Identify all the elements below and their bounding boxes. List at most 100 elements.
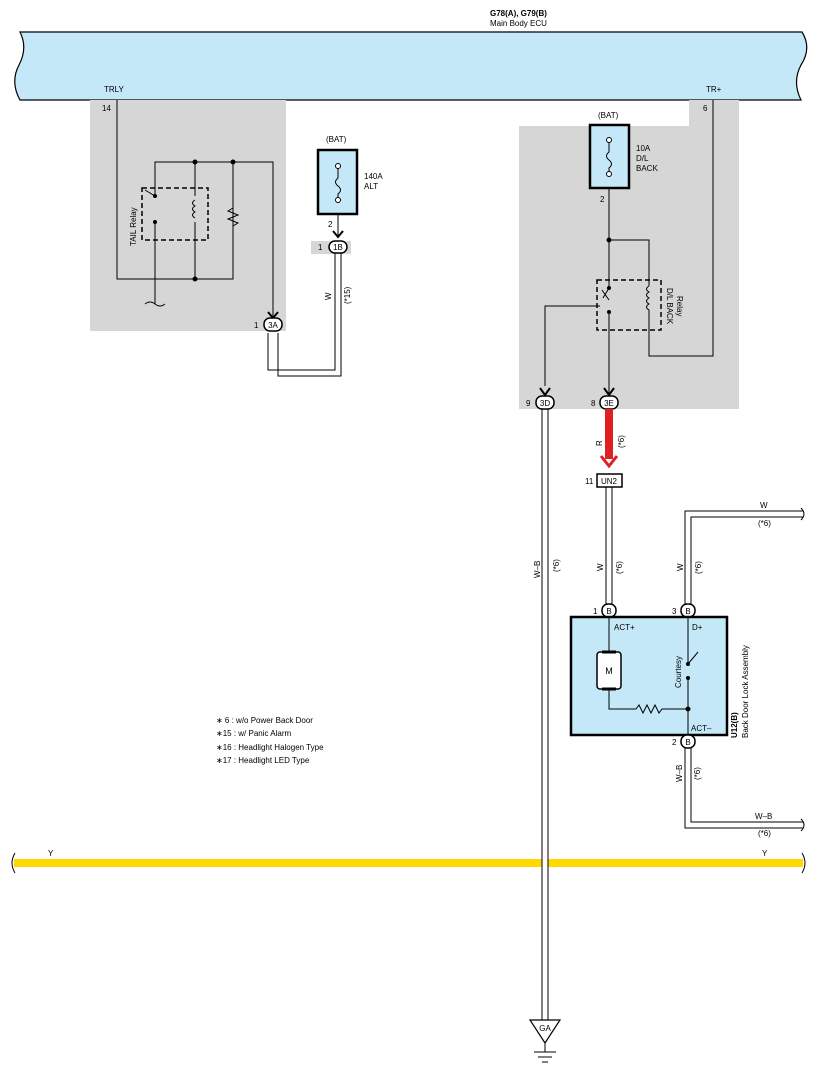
note-15: ∗15 : w/ Panic Alarm — [216, 729, 292, 738]
connector-3e-arrow — [603, 387, 615, 397]
connector-b2-pin: 2 — [672, 738, 677, 747]
courtesy-switch-label: Courtesy — [674, 656, 683, 688]
note-6: ∗ 6 : w/o Power Back Door — [216, 716, 313, 725]
wb-bot-wire-note: (*6) — [693, 767, 702, 780]
ground-symbol — [534, 1043, 556, 1063]
connector-1b-id: 1B — [333, 243, 343, 252]
dl-fuse-name1: D/L — [636, 154, 649, 163]
connector-b1-pin: 1 — [593, 607, 598, 616]
wb-right-wire-label: W–B — [755, 812, 772, 821]
alt-to-3a-wire — [267, 253, 342, 377]
w-top-wire-label: W — [760, 501, 768, 510]
wb-right-wire-break — [800, 818, 805, 832]
ground-ga-id: GA — [539, 1024, 551, 1033]
dl-fuse-pin: 2 — [600, 195, 605, 204]
tail-relay-label: TAIL Relay — [129, 207, 138, 246]
w-center-wire-note: (*6) — [615, 561, 624, 574]
connector-b2-id: B — [685, 738, 690, 747]
y-wire-right-label: Y — [762, 849, 768, 858]
tail-relay-nodes — [153, 159, 236, 282]
wb-left-wire-label: W–B — [533, 561, 542, 578]
connector-1b-pin: 1 — [318, 243, 323, 252]
dl-relay-label1: D/L BACK — [665, 288, 674, 325]
wb-right-wire — [684, 748, 803, 829]
w-alt-wire-note: (*15) — [343, 286, 352, 304]
w-center-wire — [605, 487, 613, 604]
connector-3a — [263, 317, 283, 332]
alt-fuse — [316, 148, 359, 216]
act-minus-label: ACT– — [691, 724, 712, 733]
ecu-id: G78(A), G79(B) — [490, 9, 547, 18]
r-wire-highlight — [605, 409, 613, 459]
w-right-wire-label: W — [676, 563, 685, 571]
lock-id: U12(B) — [730, 712, 739, 738]
wb-wire-over-y — [542, 858, 548, 868]
dl-relay-shade — [519, 100, 739, 409]
alt-fuse-rating: 140A — [364, 172, 383, 181]
connector-b1-id: B — [606, 607, 611, 616]
y-wire-right-break — [801, 852, 806, 874]
alt-fuse-name: ALT — [364, 182, 378, 191]
w-top-wire-note: (*6) — [758, 519, 771, 528]
wb-ground-wire — [541, 409, 549, 1020]
tr-plus-pin: 6 — [703, 104, 708, 113]
connector-3d-pin: 9 — [526, 399, 531, 408]
alt-fuse-element — [335, 166, 341, 200]
alt-fuse-pin: 2 — [328, 220, 333, 229]
dl-relay-label2: Relay — [675, 296, 684, 316]
tr-plus-label: TR+ — [706, 85, 722, 94]
connector-3e-id: 3E — [604, 399, 614, 408]
note-16: ∗16 : Headlight Halogen Type — [216, 743, 324, 752]
dl-fuse-name2: BACK — [636, 164, 658, 173]
motor-label: M — [605, 666, 613, 676]
w-right-wire-break — [800, 507, 805, 521]
connector-3e-pin: 8 — [591, 399, 596, 408]
dl-relay-nodes — [606, 237, 612, 314]
tail-relay-shade — [90, 100, 286, 331]
y-wire-left-label: Y — [48, 849, 54, 858]
act-plus-label: ACT+ — [614, 623, 635, 632]
r-wire-arrow — [599, 455, 619, 469]
back-door-lock-assembly — [569, 615, 729, 737]
dl-relay-circuit — [544, 100, 714, 396]
lock-name: Back Door Lock Assembly — [741, 645, 750, 738]
r-wire-note: (*6) — [617, 435, 626, 448]
main-body-ecu-bar — [14, 31, 808, 101]
alt-fuse-source: (BAT) — [326, 135, 347, 144]
connector-3d-id: 3D — [540, 399, 550, 408]
connector-un2-pin: 11 — [585, 477, 594, 486]
connector-3d — [535, 395, 555, 410]
w-alt-wire-label: W — [324, 292, 333, 300]
y-wire-left-break — [11, 852, 16, 874]
w-center-wire-label: W — [596, 563, 605, 571]
wb-bot-wire-label: W–B — [675, 765, 684, 782]
wb-right-wire-note: (*6) — [758, 829, 771, 838]
dl-fuse-source: (BAT) — [598, 111, 619, 120]
trly-label: TRLY — [104, 85, 125, 94]
dl-relay-switch — [601, 289, 610, 301]
dl-fuse — [588, 123, 631, 190]
connector-3a-pin: 1 — [254, 321, 259, 330]
connector-un2-id: UN2 — [601, 477, 618, 486]
connector-3d-arrow — [539, 387, 551, 397]
connector-b3-pin: 3 — [672, 607, 677, 616]
r-wire-label: R — [595, 440, 604, 446]
y-wire — [14, 859, 803, 867]
w-right-wire — [684, 510, 803, 604]
connector-b3-id: B — [685, 607, 690, 616]
connector-un2 — [596, 473, 623, 488]
d-plus-label: D+ — [692, 623, 703, 632]
dl-fuse-element — [606, 140, 612, 174]
wb-left-wire-note: (*6) — [552, 559, 561, 572]
connector-1b-arrow — [332, 230, 344, 239]
connector-1b — [328, 240, 348, 254]
connector-b-pin2 — [680, 734, 696, 749]
ecu-name: Main Body ECU — [490, 19, 547, 28]
dl-fuse-rating: 10A — [636, 144, 651, 153]
connector-3a-id: 3A — [268, 321, 278, 330]
note-17: ∗17 : Headlight LED Type — [216, 756, 310, 765]
w-right-wire-note: (*6) — [694, 561, 703, 574]
ground-ga-triangle — [528, 1019, 562, 1045]
trly-pin: 14 — [102, 104, 111, 113]
